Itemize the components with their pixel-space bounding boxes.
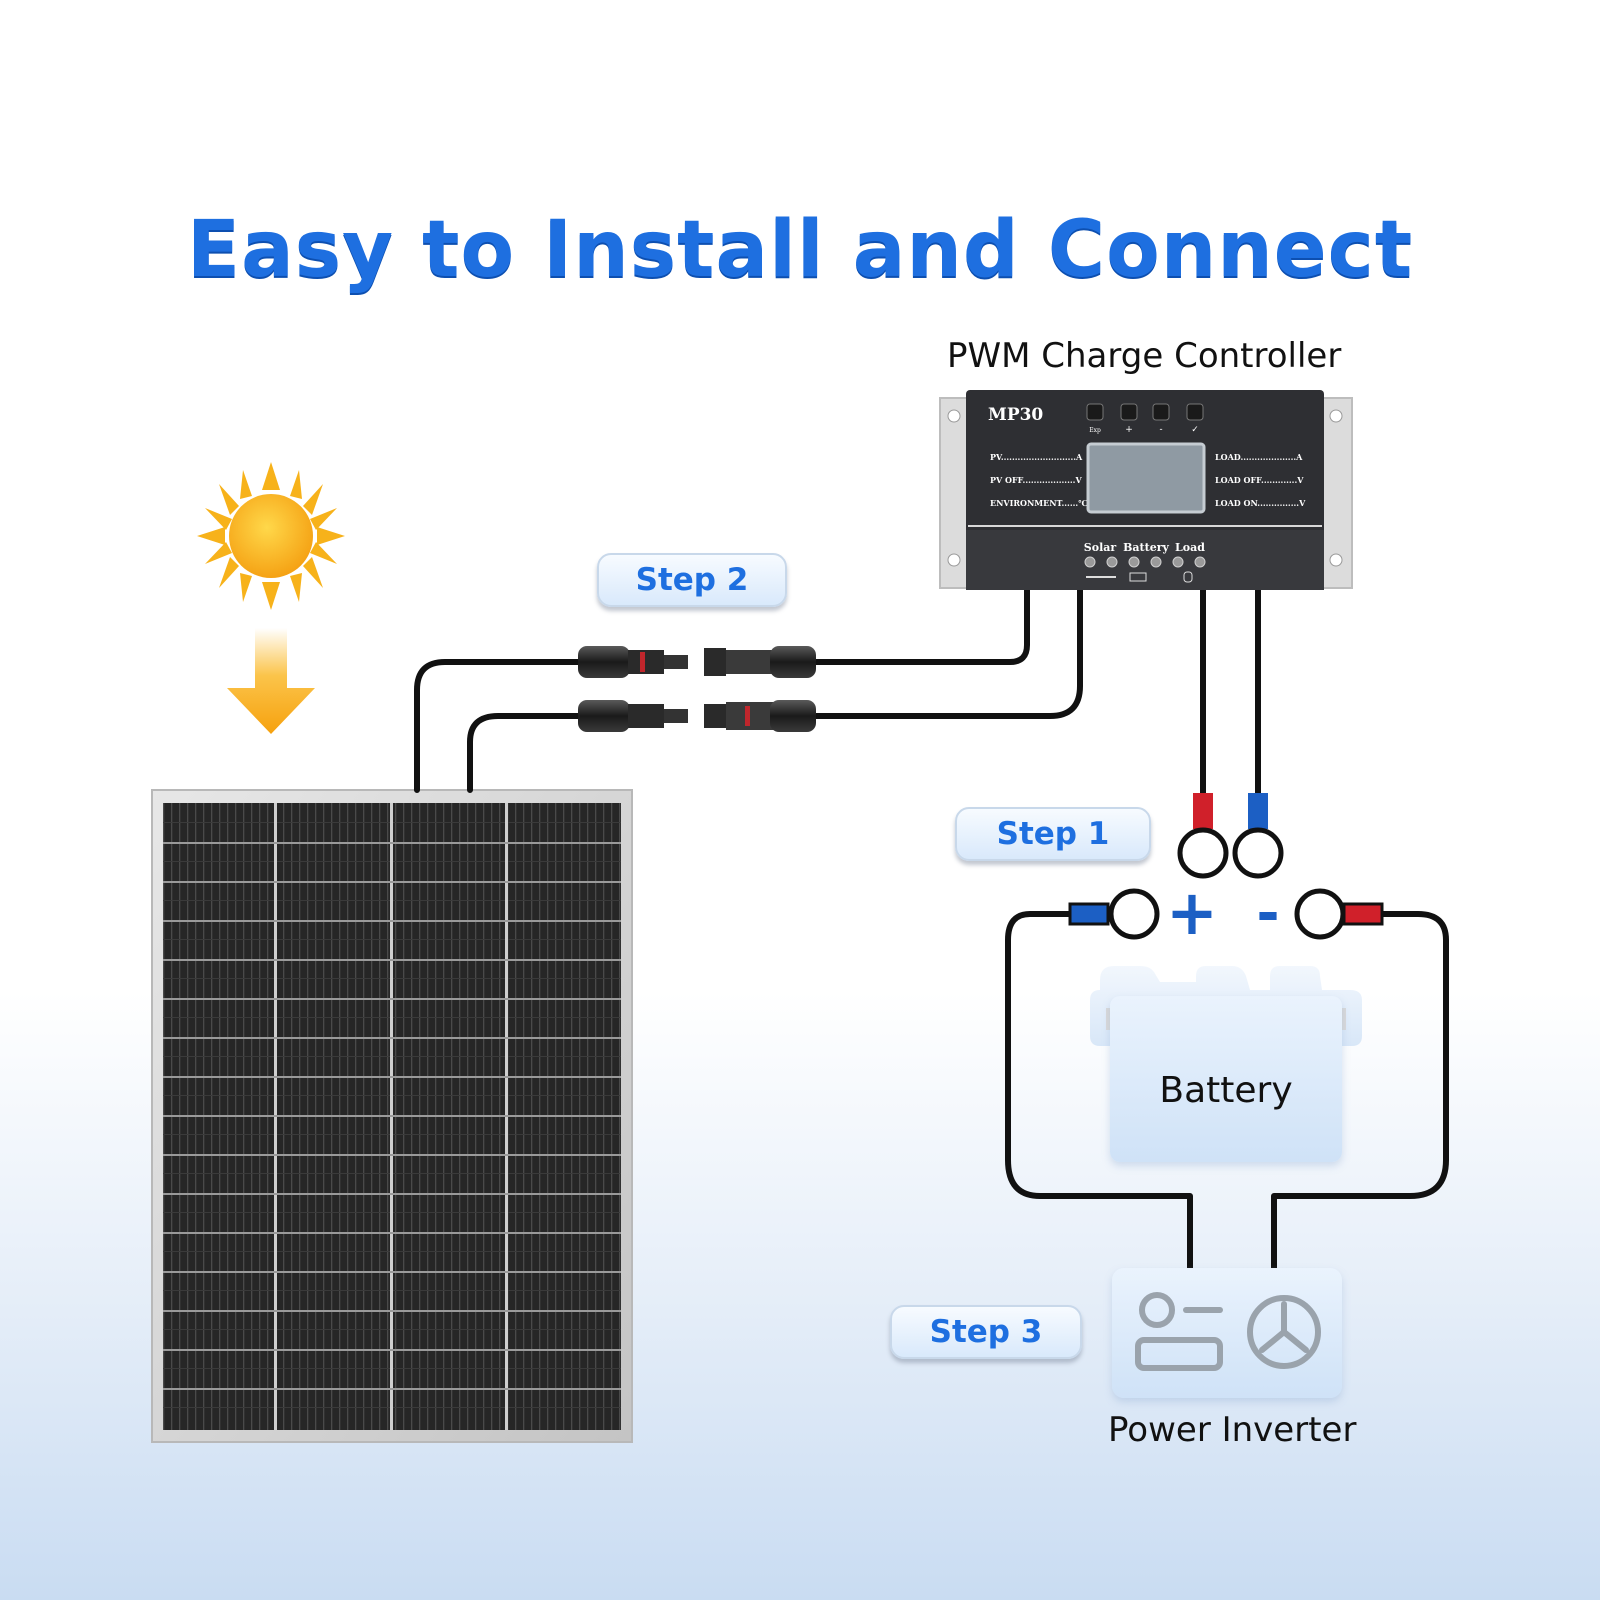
charge-controller: MP30 Exp + - ✓ PV.......................… [939,390,1353,590]
terminal-group-load: Load [1175,541,1205,554]
arrow-down-icon [227,628,315,734]
mc4-connector-pair-bottom [578,700,816,732]
controller-label: PWM Charge Controller [947,336,1342,376]
battery-plus-sign: + [1166,876,1218,949]
wires [414,587,1449,1271]
terminal-group-battery: Battery [1123,541,1169,554]
battery-label: Battery [1159,1070,1293,1111]
page-title: Easy to Install and Connect [186,205,1414,295]
controller-terminals [1084,556,1206,568]
controller-button-label: ✓ [1191,425,1199,435]
controller-model: MP30 [988,405,1043,425]
inverter-label: Power Inverter [1108,1410,1357,1450]
battery-ring-terminals [1177,793,1284,879]
controller-readout: LOAD....................A [1215,452,1303,462]
step-1-badge: Step 1 [955,807,1151,861]
controller-button-label: - [1159,425,1162,435]
controller-lcd-screen [1086,442,1206,514]
inverter-fan-icon [1247,1295,1321,1369]
sun-icon [197,462,345,610]
battery-post-terminals [1068,888,1384,940]
inverter-battery-icon [1135,1292,1223,1371]
controller-readout: LOAD ON...............V [1215,498,1306,508]
controller-button-exp[interactable] [1086,403,1104,421]
power-inverter [1112,1268,1342,1398]
controller-button-confirm[interactable] [1186,403,1204,421]
controller-button-minus[interactable] [1152,403,1170,421]
terminal-polarity-icons [1086,571,1193,583]
terminal-group-solar: Solar [1084,541,1117,554]
inverter-icons [1135,1292,1321,1371]
mc4-connector-pair-top [578,646,816,678]
controller-button-label: + [1125,425,1133,435]
controller-button-plus[interactable] [1120,403,1138,421]
controller-button-label: Exp [1089,427,1101,434]
step-2-badge: Step 2 [597,553,787,607]
step-3-badge: Step 3 [890,1305,1082,1359]
controller-readout: ENVIRONMENT......℃ [990,498,1088,508]
battery-body [1110,996,1342,1162]
controller-readout: PV OFF...................V [990,475,1082,485]
controller-readout: PV...........................A [990,452,1083,462]
solar-panel [151,789,633,1443]
controller-readout: LOAD OFF.............V [1215,475,1304,485]
controller-buttons: Exp + - ✓ [1086,403,1204,435]
battery-minus-sign: - [1256,881,1279,946]
